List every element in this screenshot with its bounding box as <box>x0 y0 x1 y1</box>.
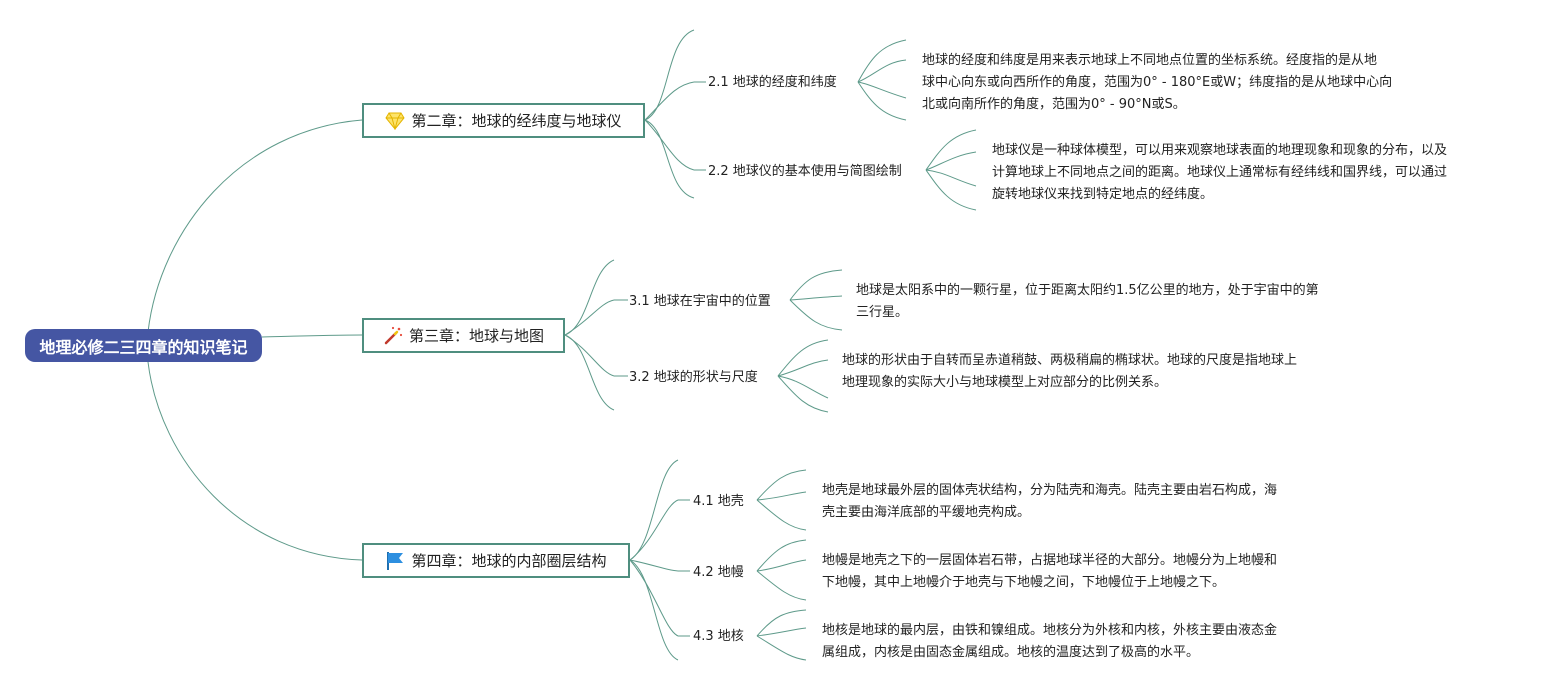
link-ch2-fan-bottom <box>644 119 695 199</box>
topic-label: 2.2 地球仪的基本使用与简图绘制 <box>708 164 902 179</box>
topic-2-1[interactable]: 2.1 地球的经度和纬度 <box>708 73 837 92</box>
topic-4-1[interactable]: 4.1 地壳 <box>693 492 744 511</box>
topic-label: 2.1 地球的经度和纬度 <box>708 75 837 90</box>
link-ch2-fan-top <box>644 29 695 121</box>
link-root-ch2 <box>147 119 363 333</box>
flag-icon <box>385 551 405 571</box>
link-root-ch3 <box>261 334 363 338</box>
note-line: 地球的形状由于自转而呈赤道稍鼓、两极稍扁的椭球状。地球的尺度是指地球上 <box>842 353 1298 368</box>
note-line: 三行星。 <box>856 305 909 320</box>
topic-3-2[interactable]: 3.2 地球的形状与尺度 <box>629 368 758 387</box>
topic-label: 4.2 地幔 <box>693 565 744 580</box>
note-line: 地核是地球的最内层，由铁和镍组成。地核分为外核和内核，外核主要由液态金 <box>822 623 1278 638</box>
chapter-node-2[interactable]: 第二章：地球的经纬度与地球仪 <box>362 103 645 138</box>
chapter-title: 第三章：地球与地图 <box>408 327 544 345</box>
note-line: 壳主要由海洋底部的平缓地壳构成。 <box>822 505 1031 520</box>
topic-2-2[interactable]: 2.2 地球仪的基本使用与简图绘制 <box>708 162 902 181</box>
note-line: 地球仪是一种球体模型，可以用来观察地球表面的地理现象和现象的分布，以及 <box>992 143 1448 158</box>
link-root-ch4 <box>147 361 363 561</box>
note-4-2: 地幔是地壳之下的一层固体岩石带，占据地球半径的大部分。地幔分为上地幔和 下地幔，… <box>822 550 1277 594</box>
note-line: 属组成，内核是由固态金属组成。地核的温度达到了极高的水平。 <box>822 645 1200 660</box>
note-line: 地幔是地壳之下的一层固体岩石带，占据地球半径的大部分。地幔分为上地幔和 <box>822 553 1278 568</box>
chapter-title: 第二章：地球的经纬度与地球仪 <box>411 112 622 130</box>
chapter-node-3[interactable]: 第三章：地球与地图 <box>362 318 565 353</box>
note-line: 地壳是地球最外层的固体壳状结构，分为陆壳和海壳。陆壳主要由岩石构成，海 <box>822 483 1278 498</box>
root-node[interactable]: 地理必修二三四章的知识笔记 <box>25 329 262 362</box>
note-line: 北或向南所作的角度，范围为0° - 90°N或S。 <box>922 97 1186 112</box>
note-line: 球中心向东或向西所作的角度，范围为0° - 180°E或W；纬度指的是从地球中心… <box>922 75 1393 90</box>
note-line: 下地幔，其中上地幔介于地壳与下地幔之间，下地幔位于上地幔之下。 <box>822 575 1226 590</box>
topic-label: 4.3 地核 <box>693 629 744 644</box>
diamond-icon <box>385 111 406 131</box>
topic-label: 3.1 地球在宇宙中的位置 <box>629 294 771 309</box>
topic-label: 3.2 地球的形状与尺度 <box>629 370 758 385</box>
root-title: 地理必修二三四章的知识笔记 <box>39 337 248 357</box>
note-line: 地球的经度和纬度是用来表示地球上不同地点位置的坐标系统。经度指的是从地 <box>922 53 1378 68</box>
note-3-1: 地球是太阳系中的一颗行星，位于距离太阳约1.5亿公里的地方，处于宇宙中的第 三行… <box>856 280 1319 324</box>
note-line: 地球是太阳系中的一颗行星，位于距离太阳约1.5亿公里的地方，处于宇宙中的第 <box>856 283 1319 298</box>
topic-4-2[interactable]: 4.2 地幔 <box>693 563 744 582</box>
note-line: 地理现象的实际大小与地球模型上对应部分的比例关系。 <box>842 375 1168 390</box>
magic-wand-icon <box>383 326 403 346</box>
topic-4-3[interactable]: 4.3 地核 <box>693 627 744 646</box>
note-line: 计算地球上不同地点之间的距离。地球仪上通常标有经纬线和国界线，可以通过 <box>992 165 1448 180</box>
note-2-2: 地球仪是一种球体模型，可以用来观察地球表面的地理现象和现象的分布，以及 计算地球… <box>992 140 1447 206</box>
note-2-1: 地球的经度和纬度是用来表示地球上不同地点位置的坐标系统。经度指的是从地 球中心向… <box>922 50 1392 116</box>
chapter-node-4[interactable]: 第四章：地球的内部圈层结构 <box>362 543 630 578</box>
note-3-2: 地球的形状由于自转而呈赤道稍鼓、两极稍扁的椭球状。地球的尺度是指地球上 地理现象… <box>842 350 1297 394</box>
note-line: 旋转地球仪来找到特定地点的经纬度。 <box>992 187 1214 202</box>
chapter-title: 第四章：地球的内部圈层结构 <box>411 552 607 570</box>
topic-3-1[interactable]: 3.1 地球在宇宙中的位置 <box>629 292 771 311</box>
topic-label: 4.1 地壳 <box>693 494 744 509</box>
note-4-1: 地壳是地球最外层的固体壳状结构，分为陆壳和海壳。陆壳主要由岩石构成，海 壳主要由… <box>822 480 1277 524</box>
note-4-3: 地核是地球的最内层，由铁和镍组成。地核分为外核和内核，外核主要由液态金 属组成，… <box>822 620 1277 664</box>
